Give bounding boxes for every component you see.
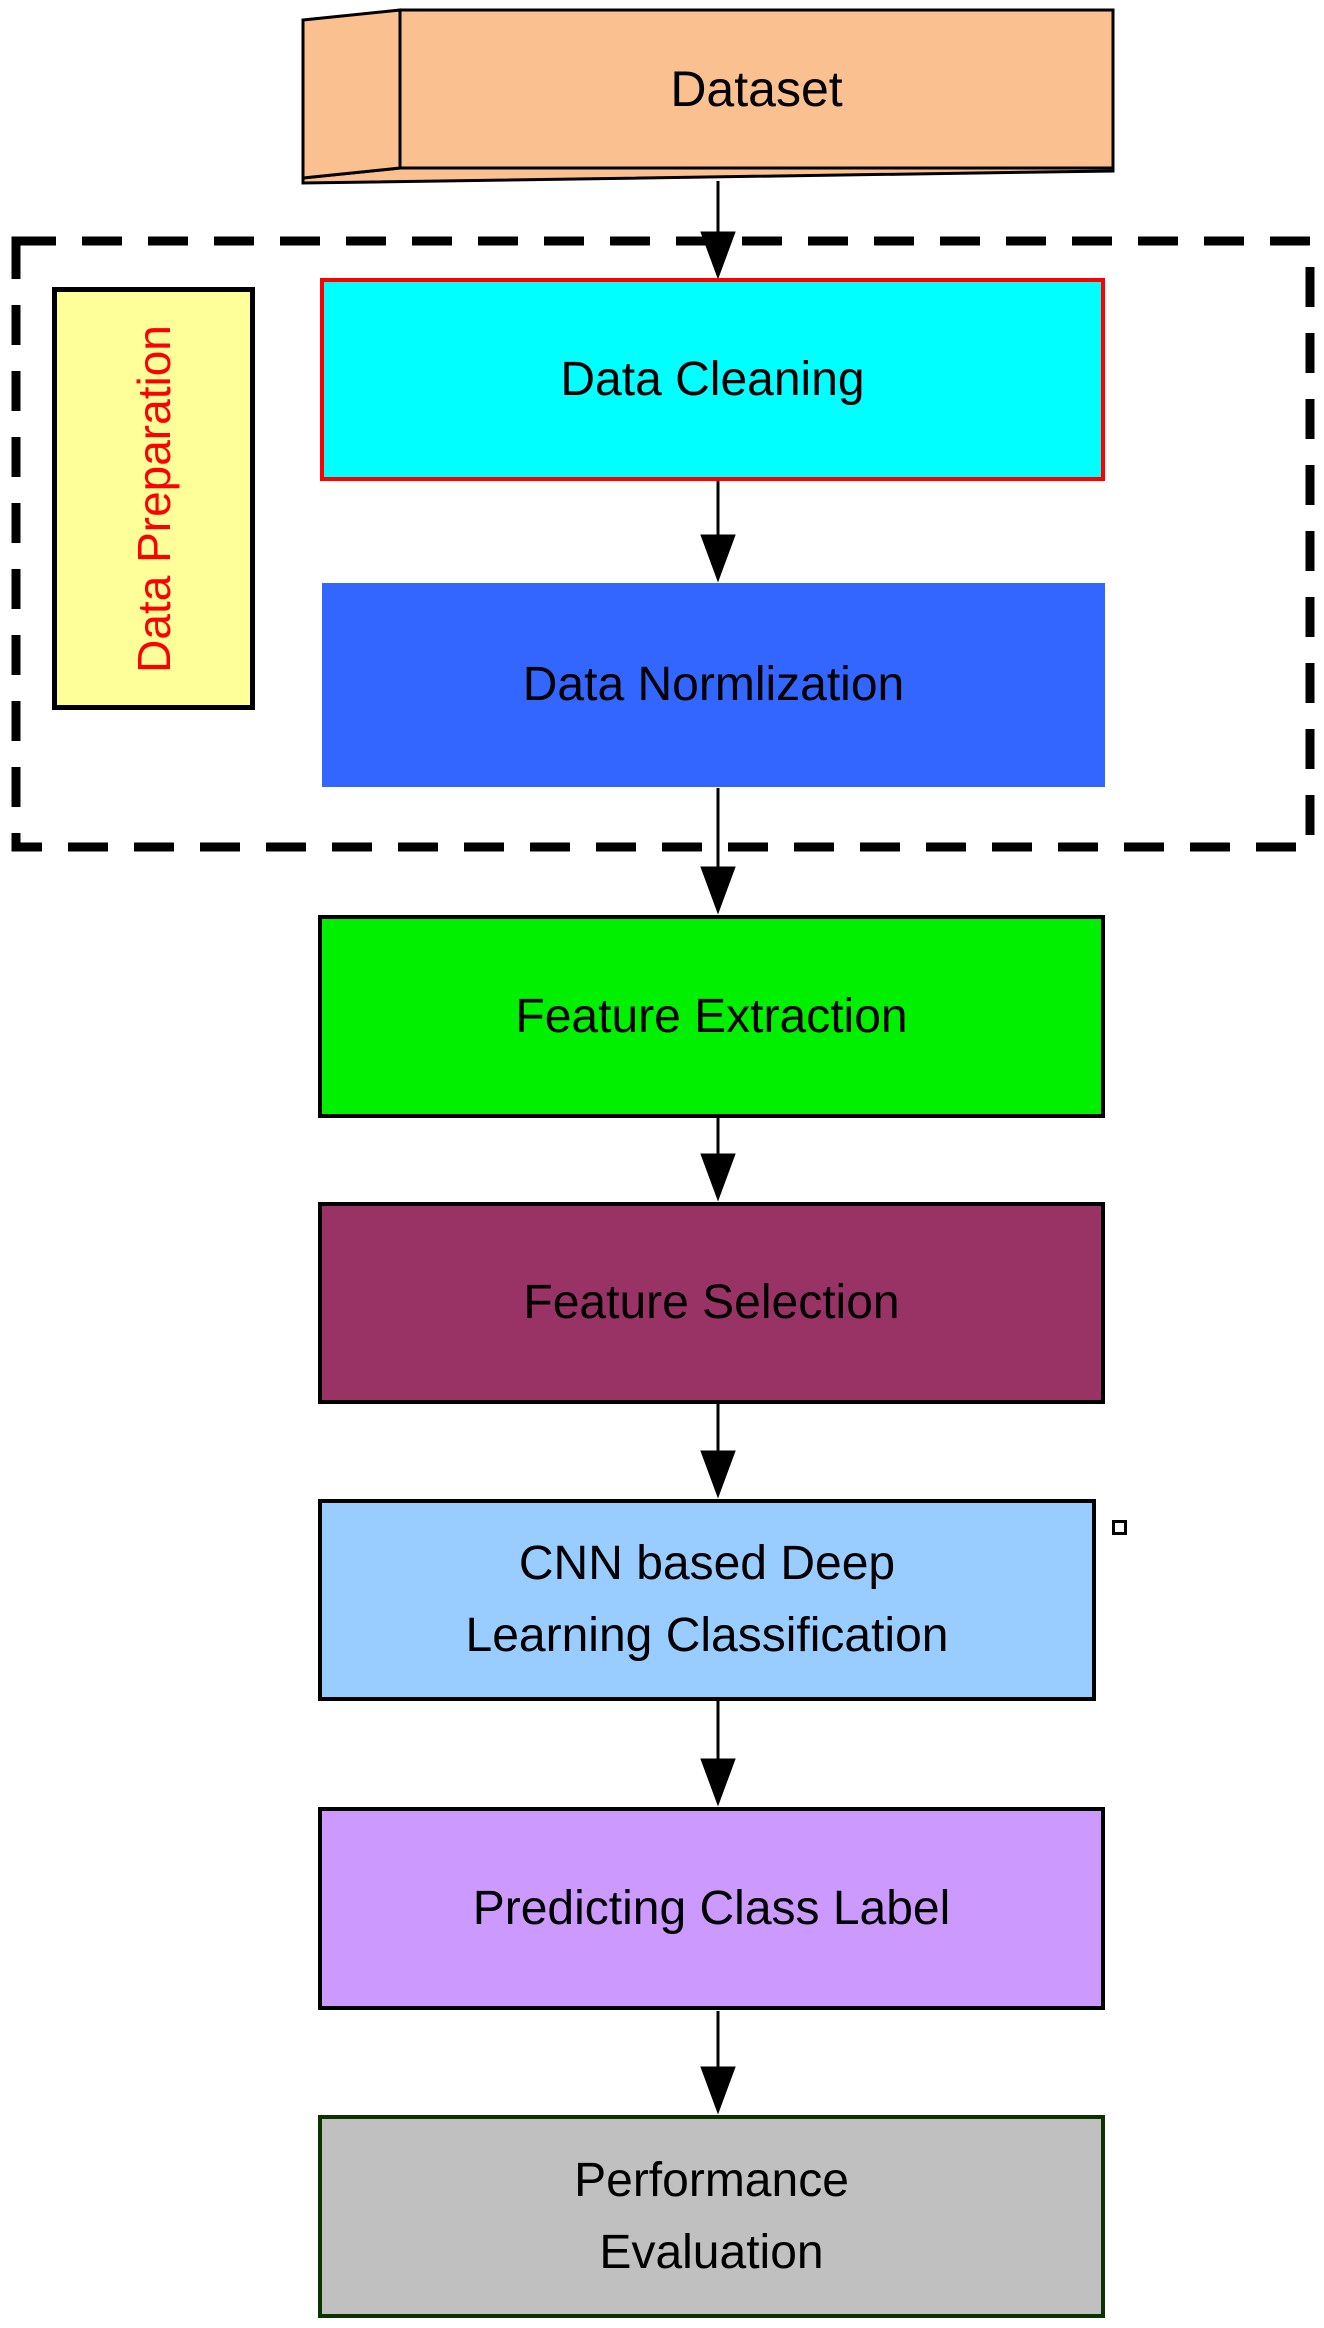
arrow-data-cleaning-to-data-normalization bbox=[700, 481, 736, 583]
dataset-cube-bottom-face bbox=[301, 166, 1115, 185]
arrow-feature-extraction-to-feature-selection bbox=[700, 1118, 736, 1202]
node-feature-selection-label: Feature Selection bbox=[523, 1276, 900, 1329]
node-data-cleaning-label: Data Cleaning bbox=[560, 352, 865, 406]
node-feature-extraction-label: Feature Extraction bbox=[515, 989, 908, 1043]
node-cnn-classification: CNN based Deep Learning Classification bbox=[318, 1499, 1096, 1701]
dataset-cube-left-face bbox=[301, 8, 402, 180]
node-predicting-class-label-label: Predicting Class Label bbox=[472, 1881, 951, 1935]
node-feature-extraction: Feature Extraction bbox=[318, 915, 1105, 1118]
arrow-feature-selection-to-cnn bbox=[700, 1404, 736, 1499]
arrow-dataset-to-data-cleaning bbox=[700, 181, 736, 280]
node-data-normalization-label: Data Normlization bbox=[522, 658, 905, 711]
node-dataset: Dataset bbox=[400, 10, 1113, 168]
node-performance-label-line2: Evaluation bbox=[599, 2225, 824, 2279]
node-cnn-label-line1: CNN based Deep bbox=[518, 1537, 896, 1590]
dataset-cube-shape bbox=[301, 8, 1115, 185]
data-preparation-dashed-outline bbox=[11, 236, 1315, 852]
arrow-predicting-to-performance-evaluation bbox=[700, 2011, 736, 2115]
node-performance-label-line1: Performance bbox=[574, 2153, 849, 2207]
node-cnn-label-line2: Learning Classification bbox=[465, 1609, 949, 1662]
arrow-cnn-to-predicting-class-label bbox=[700, 1701, 736, 1807]
node-performance-evaluation: Performance Evaluation bbox=[318, 2115, 1105, 2318]
node-data-normalization: Data Normlization bbox=[322, 583, 1105, 787]
node-data-preparation: Data Preparation bbox=[52, 287, 255, 710]
node-predicting-class-label: Predicting Class Label bbox=[318, 1807, 1105, 2010]
arrow-data-normalization-to-feature-extraction bbox=[700, 788, 736, 915]
node-dataset-label: Dataset bbox=[670, 61, 843, 117]
flow-arrows bbox=[700, 181, 736, 2115]
node-data-preparation-label: Data Preparation bbox=[127, 324, 180, 673]
dataset-cube-front-face bbox=[398, 8, 1115, 170]
node-feature-selection: Feature Selection bbox=[318, 1202, 1105, 1404]
node-data-cleaning: Data Cleaning bbox=[320, 278, 1105, 481]
small-marker-square bbox=[1112, 1520, 1127, 1535]
